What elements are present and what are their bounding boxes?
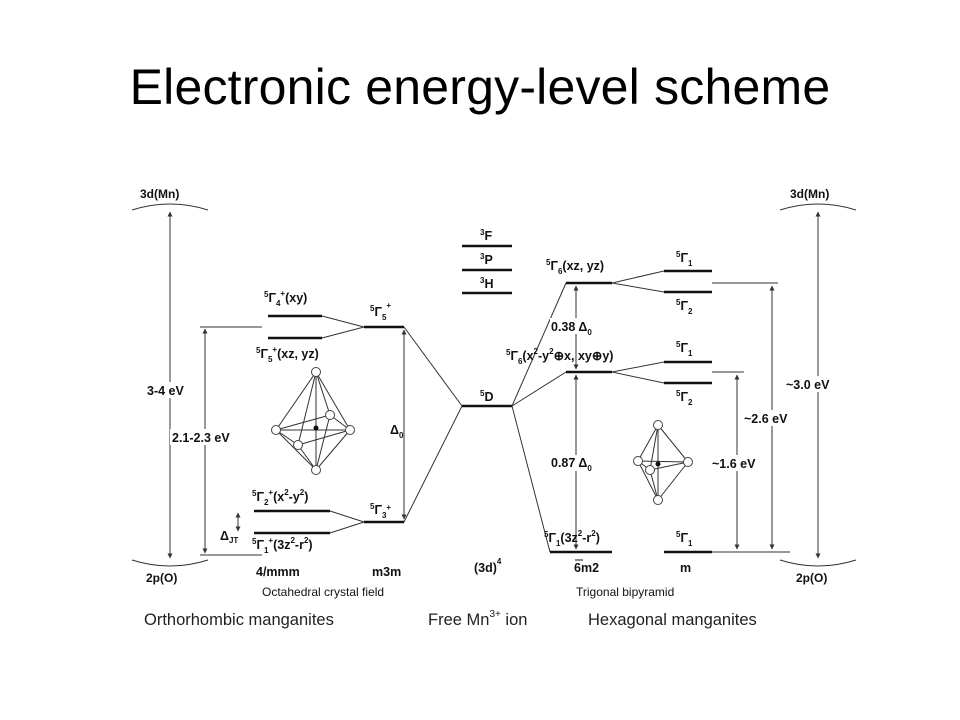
label-3F: 3F <box>480 228 492 243</box>
label-split-a: 5Γ1 <box>676 250 693 268</box>
label-g5: 5Γ5+(xz, yz) <box>256 345 319 364</box>
gap-label-3-0: ~3.0 eV <box>786 378 830 392</box>
caption-orthorhombic: Orthorhombic manganites <box>144 611 334 629</box>
label-split-b: 5Γ2 <box>676 298 693 316</box>
label-3H: 3H <box>480 276 493 291</box>
caption-octahedral: Octahedral crystal field <box>262 585 384 599</box>
delta0-label-left: Δ0 <box>390 423 404 440</box>
symmetry-4mmm: 4/mmm <box>256 565 300 579</box>
gap-label-left-outer: 3-4 eV <box>147 384 184 398</box>
symmetry-6m2: 6m2 <box>574 561 599 575</box>
gap-label-1-6: ~1.6 eV <box>712 457 756 471</box>
caption-free-ion: Free Mn3+ ion <box>428 609 527 629</box>
octahedron-illustration <box>271 367 355 475</box>
band-curve-3d-left <box>131 203 209 211</box>
slide-title: Electronic energy-level scheme <box>129 59 831 115</box>
label-3P: 3P <box>480 252 493 267</box>
center-panel: 3F 3P 3H 5D (3d)4 <box>403 228 567 575</box>
ratio-label-lower: 0.87 Δ0 <box>551 456 592 473</box>
left-panel: 3d(Mn) 2p(O) 3-4 eV 2.1-2.3 eV 5Γ4+(xy) <box>131 187 407 599</box>
config-3d4: (3d)4 <box>474 557 502 575</box>
label-split-e: 5Γ1 <box>676 530 693 548</box>
trigonal-bipyramid-illustration <box>633 420 693 505</box>
right-panel: 3d(Mn) 2p(O) 0.38 Δ0 0.87 Δ0 5Γ6(xz, yz)… <box>506 187 857 599</box>
label-g6-mid: 5Γ6(x2-y2⊕x, xy⊕y) <box>506 347 613 366</box>
label-g1-bottom: 5Γ1(3z2-r2) <box>544 529 600 548</box>
label-g3-center: 5Γ3+ <box>370 502 391 520</box>
label-g2: 5Γ2+(x2-y2) <box>252 488 308 507</box>
band-label-2p-right: 2p(O) <box>796 571 827 585</box>
band-curve-2p-right <box>779 559 857 567</box>
label-split-c: 5Γ1 <box>676 340 693 358</box>
symmetry-m: m <box>680 561 691 575</box>
band-curve-2p-left <box>131 559 209 567</box>
label-g5-center: 5Γ5+ <box>370 301 391 322</box>
symmetry-m3m: m3m <box>372 565 401 579</box>
label-g1: 5Γ1+(3z2-r2) <box>252 536 313 555</box>
delta-jt-label: ΔJT <box>220 529 238 545</box>
caption-hexagonal: Hexagonal manganites <box>588 611 757 629</box>
label-split-d: 5Γ2 <box>676 389 693 407</box>
label-g4: 5Γ4+(xy) <box>264 289 307 308</box>
caption-trigonal: Trigonal bipyramid <box>576 585 674 599</box>
label-g6-top: 5Γ6(xz, yz) <box>546 258 604 276</box>
gap-label-2-6: ~2.6 eV <box>744 412 788 426</box>
band-curve-3d-right <box>779 203 857 211</box>
band-label-3d-left: 3d(Mn) <box>140 187 179 201</box>
band-label-2p-left: 2p(O) <box>146 571 177 585</box>
band-label-3d-right: 3d(Mn) <box>790 187 829 201</box>
ratio-label-upper: 0.38 Δ0 <box>551 320 592 337</box>
label-5D: 5D <box>480 389 493 404</box>
gap-label-left-inner: 2.1-2.3 eV <box>172 431 230 445</box>
